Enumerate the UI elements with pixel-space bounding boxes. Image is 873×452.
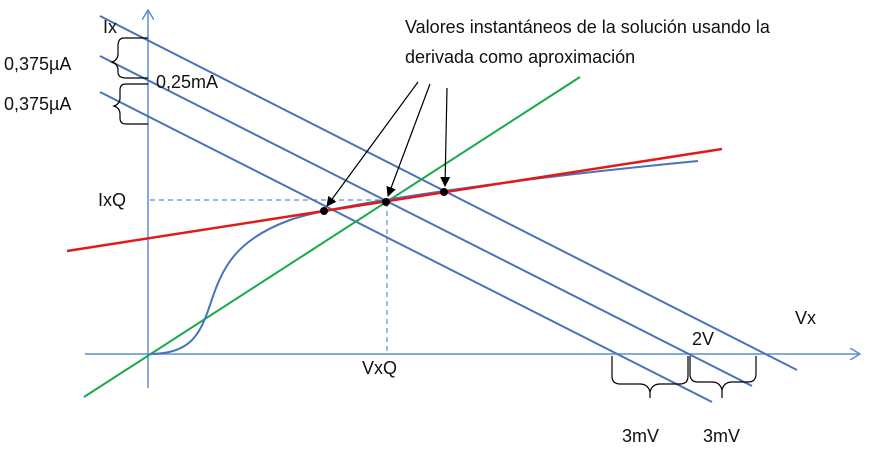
- annotation-line-2: derivada como aproximación: [405, 47, 635, 67]
- annotation-arrow-center: [386, 83, 431, 197]
- brace-dv-right: [689, 356, 757, 391]
- delta-middle-label: 0,25mA: [156, 72, 218, 92]
- delta-top-label: 0,375µA: [4, 54, 71, 74]
- annotation-arrow-left: [326, 81, 419, 207]
- brace-dv-left: [611, 356, 689, 393]
- y-axis-label: Ix: [103, 17, 117, 37]
- iq-label: IxQ: [98, 190, 126, 210]
- solution-point-right: [440, 188, 448, 196]
- brace-top: [110, 37, 148, 79]
- annotation-arrow-right: [440, 87, 451, 187]
- solution-point-center: [382, 198, 390, 206]
- load-line-middle: [99, 55, 753, 387]
- x-axis-label: Vx: [795, 308, 816, 328]
- load-line-bottom: [99, 91, 713, 403]
- load-line-top: [99, 15, 798, 371]
- tangent-line: [66, 147, 723, 253]
- brace-bottom: [112, 83, 148, 125]
- vq-label: VxQ: [362, 358, 397, 378]
- annotation-line-1: Valores instantáneos de la solución usan…: [405, 17, 771, 37]
- two-volt-label: 2V: [692, 329, 714, 349]
- green-line: [83, 76, 581, 398]
- dv-left-label: 3mV: [622, 426, 659, 446]
- dv-right-label: 3mV: [703, 426, 740, 446]
- characteristic-curve: [149, 160, 699, 355]
- delta-bottom-label: 0,375µA: [4, 94, 71, 114]
- solution-point-left: [320, 207, 328, 215]
